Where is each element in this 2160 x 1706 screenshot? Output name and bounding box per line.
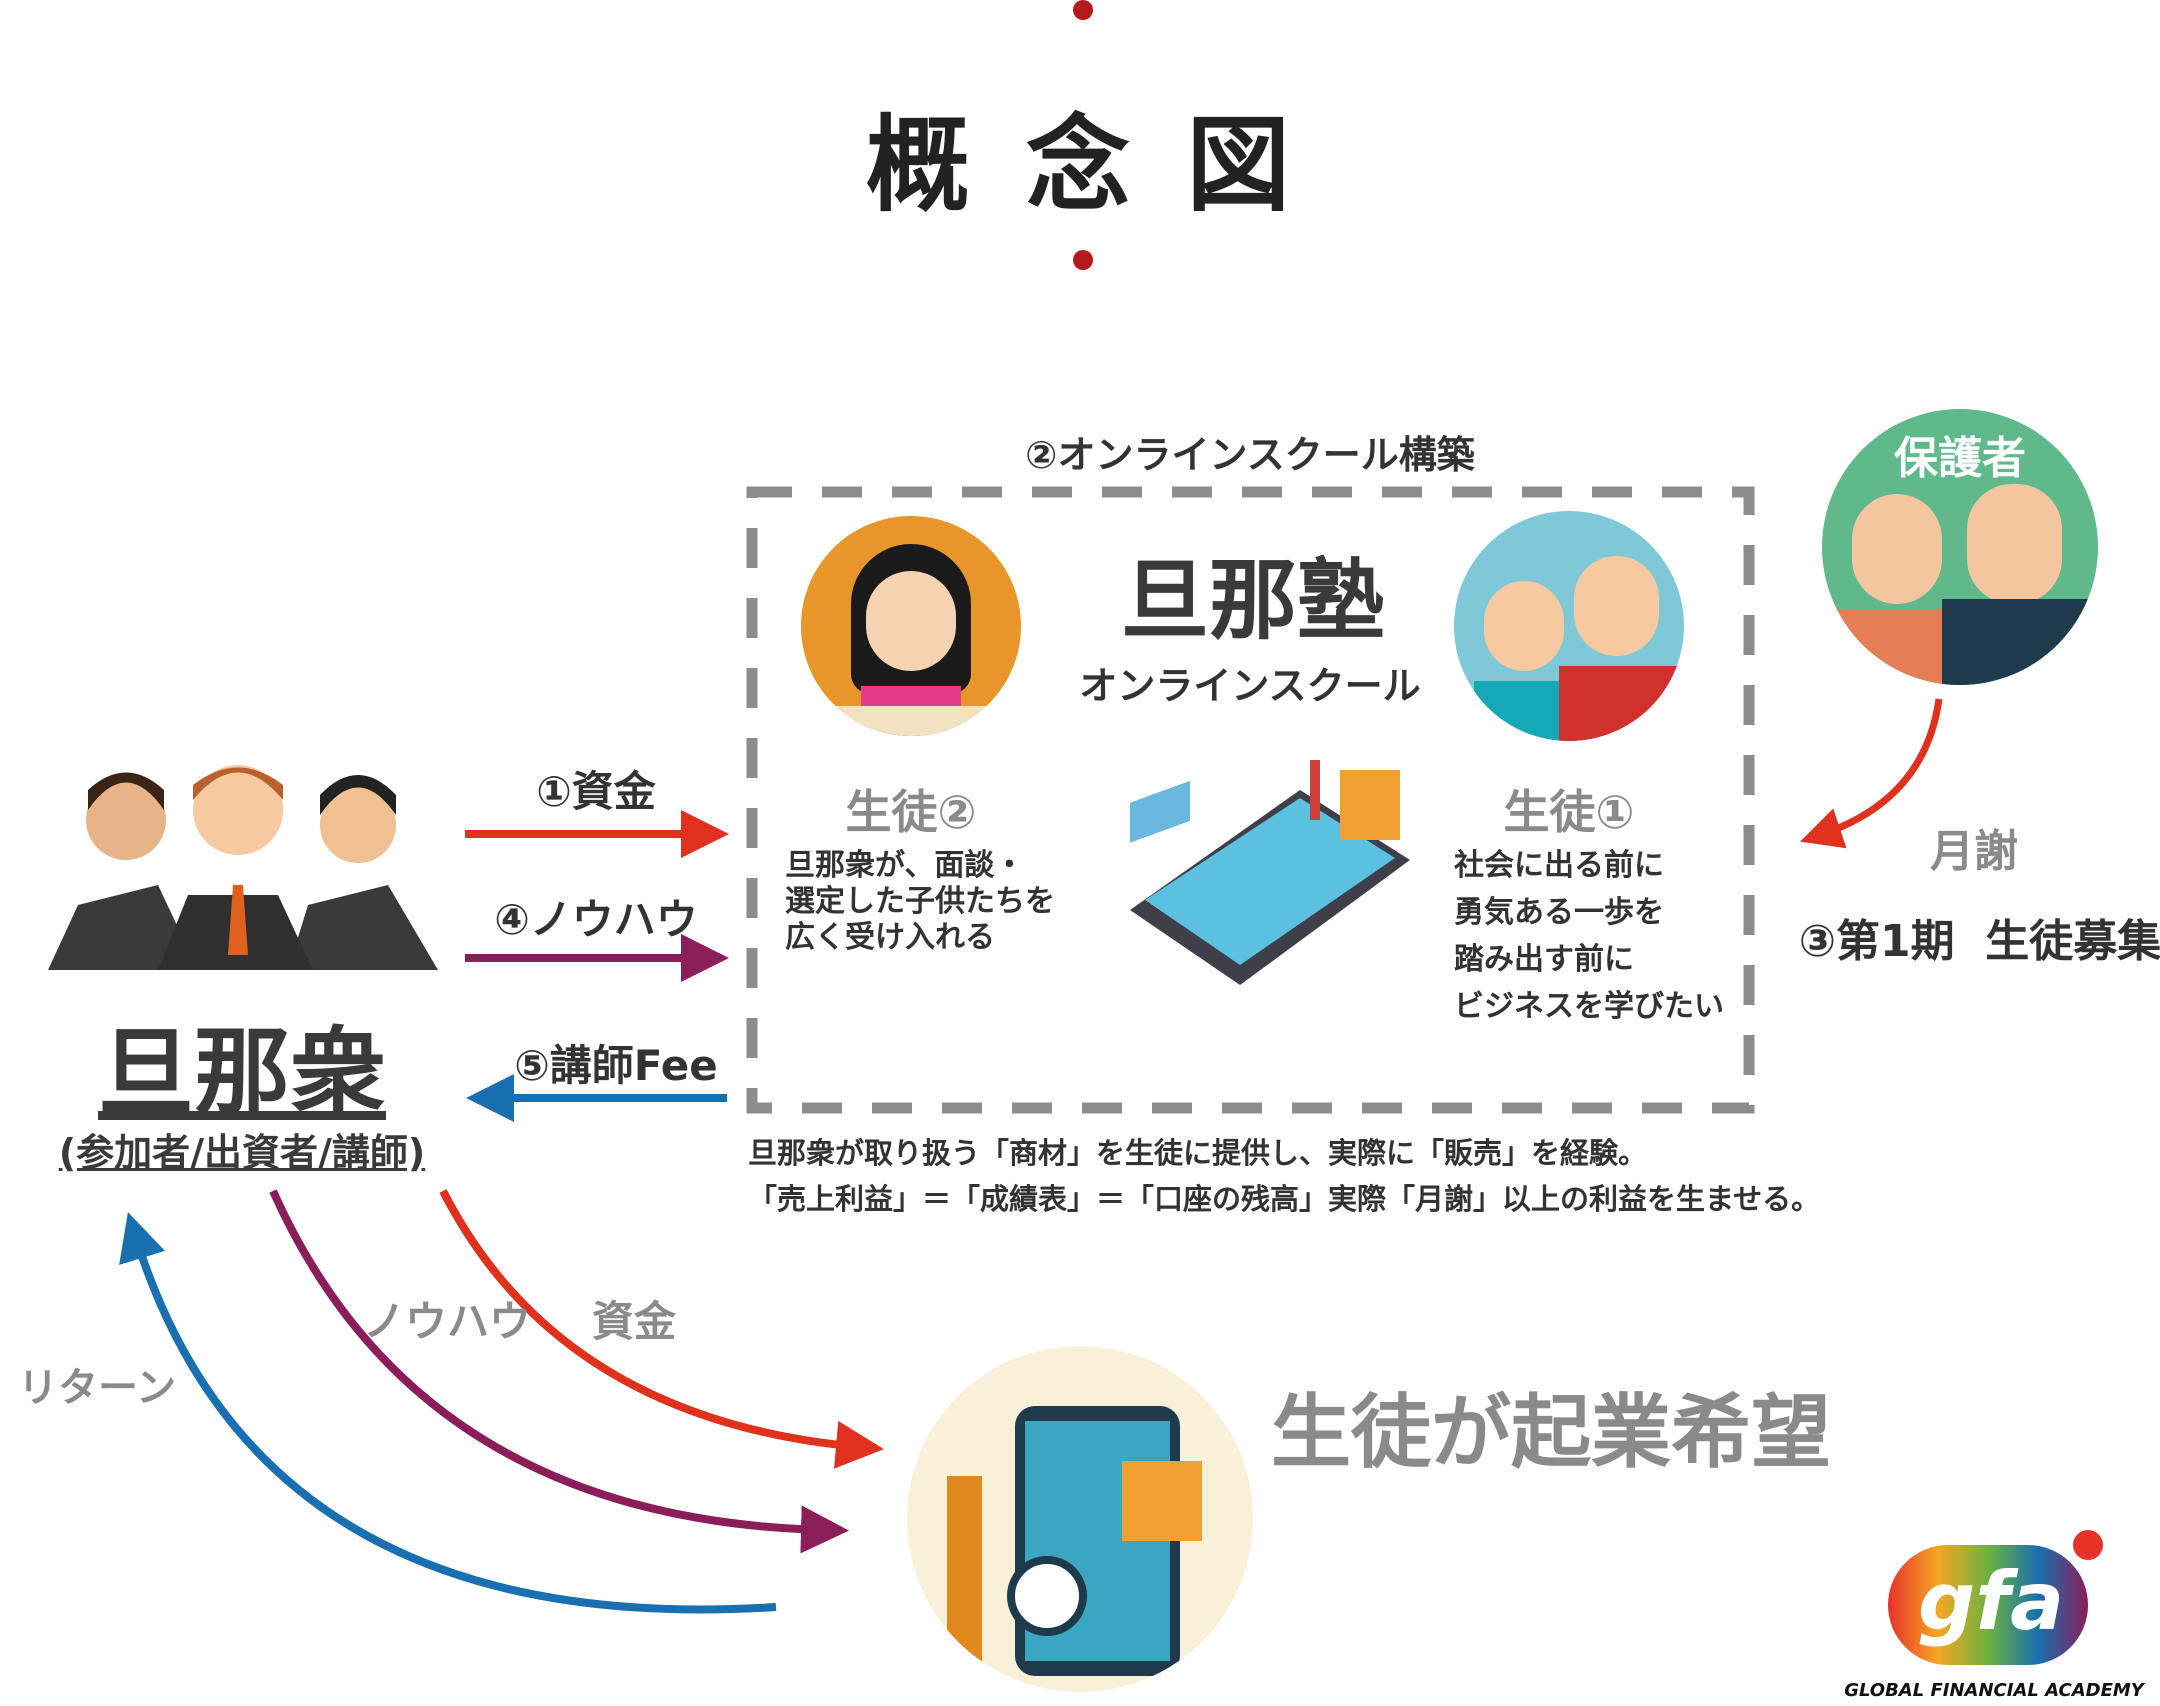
startup-illustration <box>907 1346 1253 1692</box>
page-title: 概 念 図 <box>865 104 1301 226</box>
logo-text: GLOBAL FINANCIAL ACADEMY <box>1844 1680 2144 1701</box>
line: 勇気ある一歩を <box>1454 895 1664 930</box>
startup-label: 生徒が起業希望 <box>1271 1386 1831 1479</box>
danna-title: 旦那衆 <box>98 1017 386 1129</box>
funds-arrow-label: ①資金 <box>536 767 656 816</box>
line: ビジネスを学びたい <box>1454 989 1724 1024</box>
knowhow-arrow-label: ④ノウハウ <box>494 895 698 944</box>
curve-return <box>119 1212 777 1614</box>
line: 社会に出る前に <box>1454 848 1664 883</box>
curve-funds-label: 資金 <box>591 1297 677 1346</box>
students-illustration <box>1454 511 1684 741</box>
line: 旦那衆が、面談・ <box>785 848 1025 883</box>
danna-group-illustration <box>48 765 438 970</box>
line: 広く受け入れる <box>785 920 995 955</box>
curve-return-label: リターン <box>18 1365 176 1411</box>
school-build-label: ②オンラインスクール構築 <box>1025 433 1475 477</box>
teacher-illustration <box>801 516 1021 736</box>
school-name: 旦那塾 <box>1120 549 1386 652</box>
online-classroom-illustration <box>1130 760 1410 985</box>
logo-mark: gfa <box>1918 1555 2065 1648</box>
gfa-logo: gfa <box>1888 1530 2103 1675</box>
summary-line: 「売上利益」＝「成績表」＝「口座の残高」実際「月謝」以上の利益を生ませる。 <box>748 1182 1821 1216</box>
fee-monthly-arrow <box>1800 698 1943 849</box>
curve-knowhow <box>269 1189 849 1554</box>
summary-text: 旦那衆が取り扱う「商材」を生徒に提供し、実際に「販売」を経験。 「売上利益」＝「… <box>748 1130 1820 1222</box>
student1-description: 社会に出る前に 勇気ある一歩を 踏み出す前に ビジネスを学びたい <box>1454 842 1724 1030</box>
curve-funds <box>439 1189 884 1469</box>
line: 選定した子供たちを <box>785 884 1055 919</box>
danna-subtitle: (参加者/出資者/講師) <box>58 1131 426 1175</box>
fee-arrow-label: ⑤講師Fee <box>514 1041 718 1090</box>
school-dashed-box <box>746 486 1755 1114</box>
title-dot <box>1073 250 1093 270</box>
school-subtitle: オンラインスクール <box>1079 664 1421 708</box>
guardian-label: 保護者 <box>1894 433 2026 484</box>
summary-line: 旦那衆が取り扱う「商材」を生徒に提供し、実際に「販売」を経験。 <box>748 1136 1648 1170</box>
student2-label: 生徒② <box>845 785 977 839</box>
guardian-illustration <box>1822 409 2098 685</box>
student2-description: 旦那衆が、面談・ 選定した子供たちを 広く受け入れる <box>785 848 1055 956</box>
monthly-fee-label: 月謝 <box>1930 826 2018 877</box>
student1-label: 生徒① <box>1503 785 1635 839</box>
recruit-label: ③第1期 生徒募集 <box>1798 916 2160 967</box>
top-dot <box>1073 0 1093 20</box>
curve-knowhow-label: ノウハウ <box>362 1297 532 1346</box>
line: 踏み出す前に <box>1454 942 1634 977</box>
